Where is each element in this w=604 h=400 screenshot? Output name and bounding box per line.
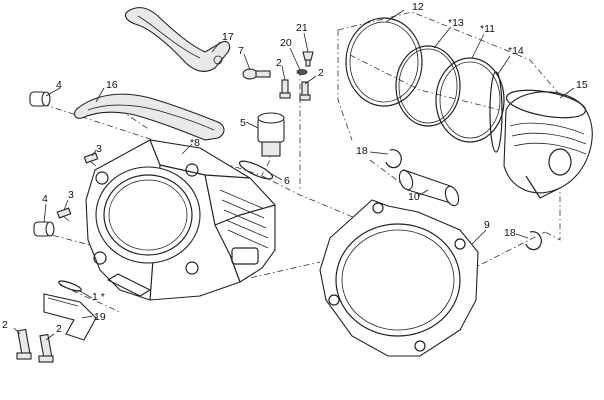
callout-7: 7 <box>238 45 244 57</box>
piston-ring-12 <box>345 17 423 107</box>
washer-20 <box>296 69 308 75</box>
callout-2-b: 2 <box>318 67 324 79</box>
bushing-upper <box>29 91 51 107</box>
bolt-21 <box>302 51 314 67</box>
bolt-2-top-left <box>279 79 291 99</box>
bolt-2-top-right <box>299 81 311 101</box>
callout-9: 9 <box>484 219 490 231</box>
callout-16: 16 <box>106 79 118 91</box>
callout-1: 1 * <box>92 291 105 303</box>
chain-guide-lower <box>73 93 225 141</box>
bushing-lower <box>33 221 55 237</box>
callout-3-a: 3 <box>96 143 102 155</box>
callout-labels: 12 *13 *11 *14 15 17 21 20 2 2 7 4 16 5 … <box>2 1 588 335</box>
callout-19: 19 <box>94 311 106 323</box>
callout-17: 17 <box>222 31 234 43</box>
piston-ring-14 <box>489 71 503 153</box>
cylinder-gasket <box>319 199 479 357</box>
callout-18-a: 18 <box>356 145 368 157</box>
chain-tensioner <box>257 112 285 157</box>
callout-20: 20 <box>280 37 292 49</box>
callout-4-a: 4 <box>56 79 62 91</box>
tensioner-gasket <box>238 160 274 180</box>
callout-8: *8 <box>190 137 200 149</box>
piston <box>503 89 593 199</box>
bolt-2-lower-a <box>16 328 32 360</box>
circlip-upper <box>385 149 402 169</box>
piston-ring-13 <box>395 45 461 127</box>
oring-1 <box>58 280 82 292</box>
circlip-lower <box>525 231 542 251</box>
callout-12: 12 <box>412 1 424 13</box>
callout-10: 10 <box>408 191 420 203</box>
cylinder-block <box>85 139 276 301</box>
callout-13: *13 <box>448 17 464 29</box>
bolt-7 <box>242 68 271 80</box>
callout-5: 5 <box>240 117 246 129</box>
callout-14: *14 <box>508 45 524 57</box>
stud-upper <box>83 152 99 167</box>
callout-4-b: 4 <box>42 193 48 205</box>
callout-2-c: 2 <box>2 319 8 331</box>
callout-21: 21 <box>296 22 308 34</box>
callout-3-b: 3 <box>68 189 74 201</box>
callout-11: *11 <box>480 23 495 35</box>
callout-2-d: 2 <box>56 323 62 335</box>
bolt-2-lower-b <box>38 333 54 363</box>
callout-6: 6 <box>284 175 290 187</box>
leader-lines <box>13 9 575 341</box>
stud-lower <box>56 207 72 222</box>
piston-ring-11 <box>435 57 505 143</box>
chain-guide-upper <box>124 7 231 72</box>
callout-18-b: 18 <box>504 227 516 239</box>
callout-15: 15 <box>576 79 588 91</box>
callout-2-a: 2 <box>276 57 282 69</box>
piston-pin <box>398 169 460 207</box>
water-elbow-19 <box>43 293 97 341</box>
